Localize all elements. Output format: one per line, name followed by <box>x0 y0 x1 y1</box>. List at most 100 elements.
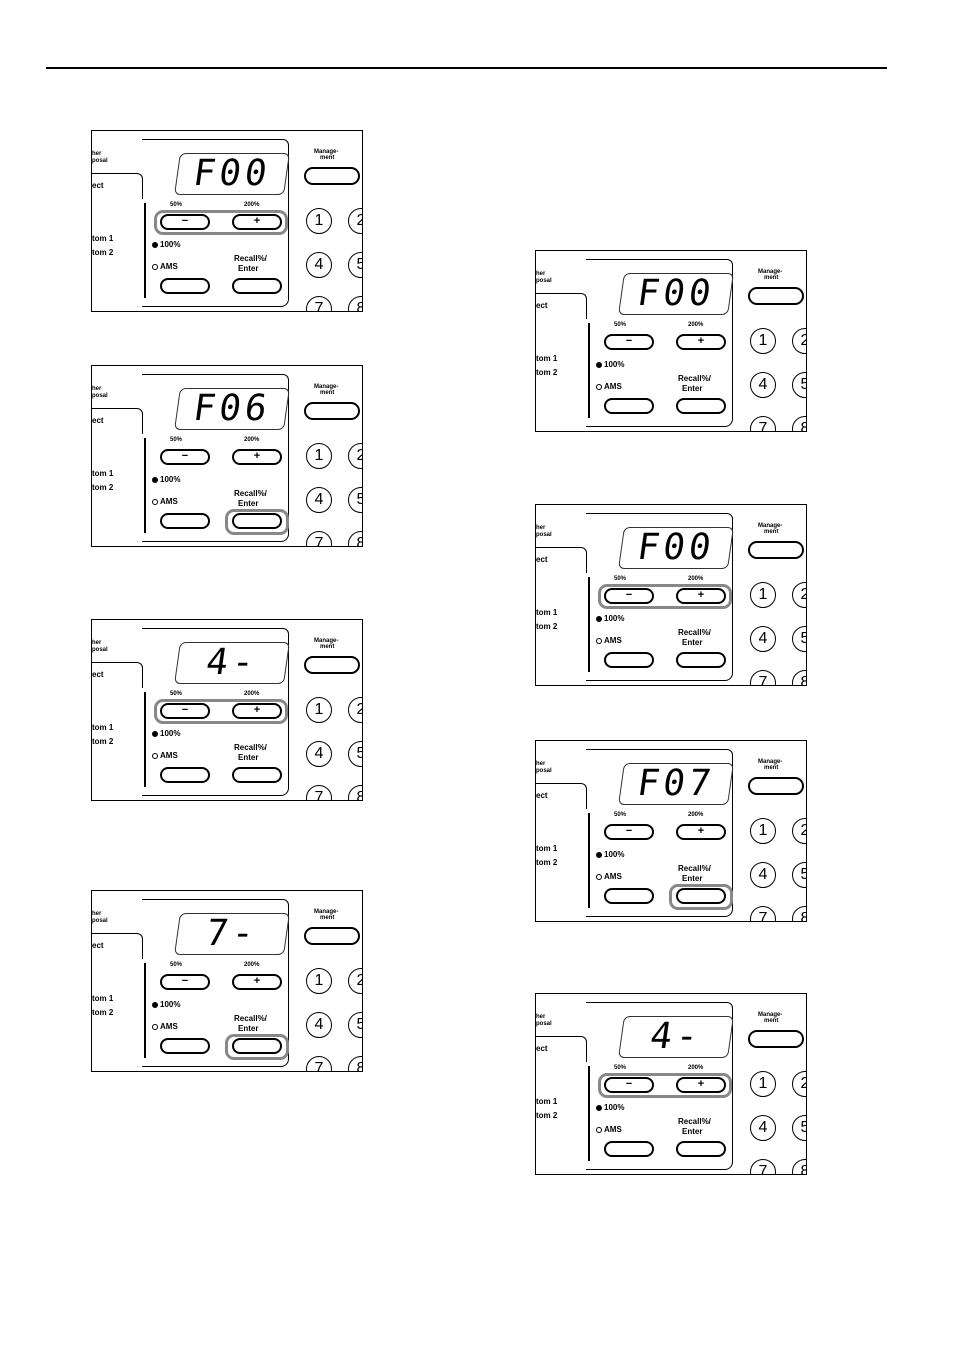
key-8[interactable]: 8 <box>792 1159 806 1174</box>
ams-button[interactable] <box>604 888 654 904</box>
key-8[interactable]: 8 <box>792 670 806 685</box>
enter-button[interactable] <box>232 767 282 783</box>
key-4[interactable]: 4 <box>306 1012 332 1038</box>
ams-button[interactable] <box>160 278 210 294</box>
management-button[interactable] <box>748 287 804 305</box>
ams-button[interactable] <box>604 1141 654 1157</box>
zoom-minus-button[interactable]: − <box>160 703 210 719</box>
key-1[interactable]: 1 <box>306 697 332 723</box>
key-2[interactable]: 2 <box>348 968 362 994</box>
label-ams: AMS <box>160 262 178 271</box>
key-5[interactable]: 5 <box>348 741 362 767</box>
zoom-plus-button[interactable]: + <box>676 334 726 350</box>
label-enter: Enter <box>682 638 703 647</box>
management-button[interactable] <box>304 167 360 185</box>
lcd-display: F00 <box>618 527 734 569</box>
key-1[interactable]: 1 <box>306 443 332 469</box>
zoom-minus-button[interactable]: − <box>160 214 210 230</box>
management-button[interactable] <box>748 541 804 559</box>
zoom-plus-button[interactable]: + <box>232 703 282 719</box>
key-2[interactable]: 2 <box>792 818 806 844</box>
zoom-minus-button[interactable]: − <box>160 974 210 990</box>
key-5[interactable]: 5 <box>792 862 806 888</box>
zoom-minus-button[interactable]: − <box>160 449 210 465</box>
management-button[interactable] <box>304 927 360 945</box>
key-7[interactable]: 7 <box>306 296 332 311</box>
zoom-plus-button[interactable]: + <box>232 449 282 465</box>
key-7[interactable]: 7 <box>750 670 776 685</box>
key-8[interactable]: 8 <box>348 531 362 546</box>
key-2[interactable]: 2 <box>792 582 806 608</box>
key-7[interactable]: 7 <box>306 531 332 546</box>
key-1[interactable]: 1 <box>750 1071 776 1097</box>
key-7[interactable]: 7 <box>306 785 332 800</box>
ams-button[interactable] <box>160 1038 210 1054</box>
key-1[interactable]: 1 <box>306 968 332 994</box>
key-4[interactable]: 4 <box>306 487 332 513</box>
zoom-plus-button[interactable]: + <box>676 1077 726 1093</box>
ams-button[interactable] <box>160 513 210 529</box>
indicator-100 <box>152 1002 158 1008</box>
enter-button[interactable] <box>676 888 726 904</box>
key-5[interactable]: 5 <box>792 626 806 652</box>
key-7[interactable]: 7 <box>750 416 776 431</box>
label-200: 200% <box>244 691 260 697</box>
highlight-enter-key <box>225 509 289 535</box>
zoom-plus-button[interactable]: + <box>676 824 726 840</box>
ams-button[interactable] <box>160 767 210 783</box>
enter-button[interactable] <box>676 398 726 414</box>
zoom-minus-button[interactable]: − <box>604 334 654 350</box>
key-8[interactable]: 8 <box>348 296 362 311</box>
enter-button[interactable] <box>232 1038 282 1054</box>
zoom-minus-button[interactable]: − <box>604 824 654 840</box>
management-button[interactable] <box>748 1030 804 1048</box>
key-5[interactable]: 5 <box>792 372 806 398</box>
enter-button[interactable] <box>232 278 282 294</box>
key-7[interactable]: 7 <box>750 1159 776 1174</box>
key-2[interactable]: 2 <box>792 1071 806 1097</box>
label-50: 50% <box>614 812 627 818</box>
key-1[interactable]: 1 <box>750 328 776 354</box>
key-5[interactable]: 5 <box>348 487 362 513</box>
key-4[interactable]: 4 <box>750 626 776 652</box>
key-2[interactable]: 2 <box>348 697 362 723</box>
key-7[interactable]: 7 <box>306 1056 332 1071</box>
zoom-plus-button[interactable]: + <box>232 974 282 990</box>
key-2[interactable]: 2 <box>348 208 362 234</box>
key-1[interactable]: 1 <box>750 818 776 844</box>
key-4[interactable]: 4 <box>750 372 776 398</box>
indicator-ams <box>596 384 602 390</box>
key-4[interactable]: 4 <box>750 862 776 888</box>
key-4[interactable]: 4 <box>306 252 332 278</box>
key-8[interactable]: 8 <box>348 1056 362 1071</box>
enter-button[interactable] <box>232 513 282 529</box>
divider <box>144 692 146 787</box>
key-8[interactable]: 8 <box>792 906 806 921</box>
key-5[interactable]: 5 <box>348 1012 362 1038</box>
key-7[interactable]: 7 <box>750 906 776 921</box>
zoom-minus-button[interactable]: − <box>604 588 654 604</box>
key-8[interactable]: 8 <box>792 416 806 431</box>
management-button[interactable] <box>304 402 360 420</box>
key-1[interactable]: 1 <box>306 208 332 234</box>
enter-button[interactable] <box>676 1141 726 1157</box>
ams-button[interactable] <box>604 652 654 668</box>
key-5[interactable]: 5 <box>792 1115 806 1141</box>
management-button[interactable] <box>304 656 360 674</box>
enter-button[interactable] <box>676 652 726 668</box>
zoom-minus-button[interactable]: − <box>604 1077 654 1093</box>
key-1[interactable]: 1 <box>750 582 776 608</box>
ams-button[interactable] <box>604 398 654 414</box>
indicator-ams <box>152 1024 158 1030</box>
key-2[interactable]: 2 <box>792 328 806 354</box>
management-button[interactable] <box>748 777 804 795</box>
control-panel-illustration: her posal ect tom 1 tom 2 F07 50% 200% −… <box>535 740 807 922</box>
key-5[interactable]: 5 <box>348 252 362 278</box>
label-disposal: posal <box>92 158 108 164</box>
key-4[interactable]: 4 <box>750 1115 776 1141</box>
zoom-plus-button[interactable]: + <box>676 588 726 604</box>
key-8[interactable]: 8 <box>348 785 362 800</box>
zoom-plus-button[interactable]: + <box>232 214 282 230</box>
key-2[interactable]: 2 <box>348 443 362 469</box>
key-4[interactable]: 4 <box>306 741 332 767</box>
